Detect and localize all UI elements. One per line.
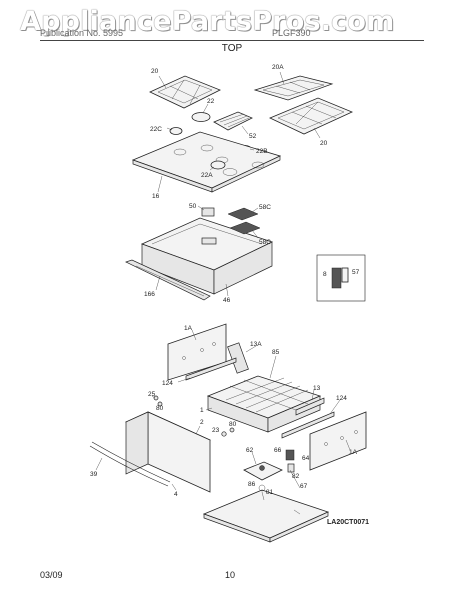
callout-label: 25 <box>148 391 156 398</box>
side-panel-left[interactable] <box>167 323 227 381</box>
callout-label: 85 <box>272 349 280 356</box>
callout-label: 124 <box>162 380 173 387</box>
callout-label: 22 <box>207 98 215 105</box>
side-panel-right[interactable] <box>309 411 367 471</box>
insulation-pad-upper[interactable] <box>227 207 259 221</box>
callout-label: 22C <box>150 126 162 133</box>
footer-date: 03/09 <box>40 570 63 580</box>
screw-25[interactable] <box>153 395 159 401</box>
grate-right-top[interactable] <box>253 75 334 101</box>
callout-label: 52 <box>249 133 257 140</box>
callout-label: 67 <box>300 483 308 490</box>
callout-label: 64 <box>302 455 310 462</box>
diagram-code: LA20CT0071 <box>327 519 369 526</box>
page-number: 10 <box>225 570 236 580</box>
callout-label: 46 <box>223 297 231 304</box>
callout-label: 81 <box>266 489 274 496</box>
callout-label: 80 <box>229 421 237 428</box>
callout-label: 80 <box>156 405 164 412</box>
callout-label: 50 <box>189 203 197 210</box>
callout-label: 23 <box>212 427 220 434</box>
detail-inset <box>316 254 366 302</box>
callout-label: 124 <box>336 395 347 402</box>
bracket-50[interactable] <box>201 207 215 217</box>
drawer-front-panel[interactable] <box>125 411 211 493</box>
insulation-pad-lower[interactable] <box>229 221 261 235</box>
publication-number: Publication No. 5995 <box>40 28 124 38</box>
callout-label: 13 <box>313 385 321 392</box>
screw-80-left[interactable] <box>157 401 163 407</box>
leader-lines <box>95 71 351 515</box>
callout-label: 166 <box>144 291 155 298</box>
burner-cap-small[interactable] <box>169 127 183 135</box>
drawer-rail-right[interactable] <box>295 397 325 416</box>
drawer-rail-upper[interactable] <box>227 342 249 374</box>
callout-label: 22B <box>256 148 268 155</box>
callout-label: 1A <box>184 325 193 332</box>
model-number: PLGF390 <box>272 28 311 38</box>
slide-upper[interactable] <box>185 357 237 381</box>
griddle-insert[interactable] <box>213 111 253 131</box>
callout-label: 4 <box>174 491 178 498</box>
burner-cap[interactable] <box>191 112 211 122</box>
slide-right[interactable] <box>281 411 335 439</box>
callout-label: 62 <box>246 447 254 454</box>
callout-label: 2 <box>200 419 204 426</box>
callout-label: 20A <box>272 64 284 71</box>
grate-right[interactable] <box>269 97 354 135</box>
watermark: AppliancePartsPros.com <box>20 6 395 37</box>
callout-label: 58C <box>259 204 271 211</box>
cooktop-main-top[interactable] <box>131 131 282 193</box>
callout-label: 13A <box>250 341 262 348</box>
callout-label: 20 <box>320 140 328 147</box>
callout-labels: 20 20A 22 22C 52 22B 20 16 22A 50 58C 58… <box>90 64 360 498</box>
grate-left[interactable] <box>149 75 221 109</box>
drawer-box[interactable] <box>206 375 322 433</box>
drawer-handle[interactable] <box>89 441 171 487</box>
burner-box[interactable] <box>140 217 274 295</box>
section-title: TOP <box>221 43 243 54</box>
callout-label: 86 <box>248 481 256 488</box>
part-64[interactable] <box>285 449 295 461</box>
part-82[interactable] <box>287 463 295 473</box>
drawer-bottom-pan[interactable] <box>202 489 330 543</box>
callout-label: 39 <box>90 471 98 478</box>
bracket-assembly[interactable] <box>243 461 283 492</box>
callout-label: 66 <box>274 447 282 454</box>
screw-80[interactable] <box>229 427 235 433</box>
callout-label: 57 <box>352 269 360 276</box>
callout-label: 20 <box>151 68 159 75</box>
callout-label: 1A <box>349 449 358 456</box>
burner-cap-front[interactable] <box>210 160 226 170</box>
callout-label: 1 <box>200 407 204 414</box>
callout-label: 82 <box>292 473 300 480</box>
header-rule <box>40 40 424 41</box>
callout-label: 16 <box>152 193 160 200</box>
screw-23[interactable] <box>221 431 227 437</box>
callout-label: 22A <box>201 172 213 179</box>
callout-label: 58C <box>259 239 271 246</box>
manifold-rail[interactable] <box>125 259 211 301</box>
callout-label: 8 <box>323 271 327 278</box>
